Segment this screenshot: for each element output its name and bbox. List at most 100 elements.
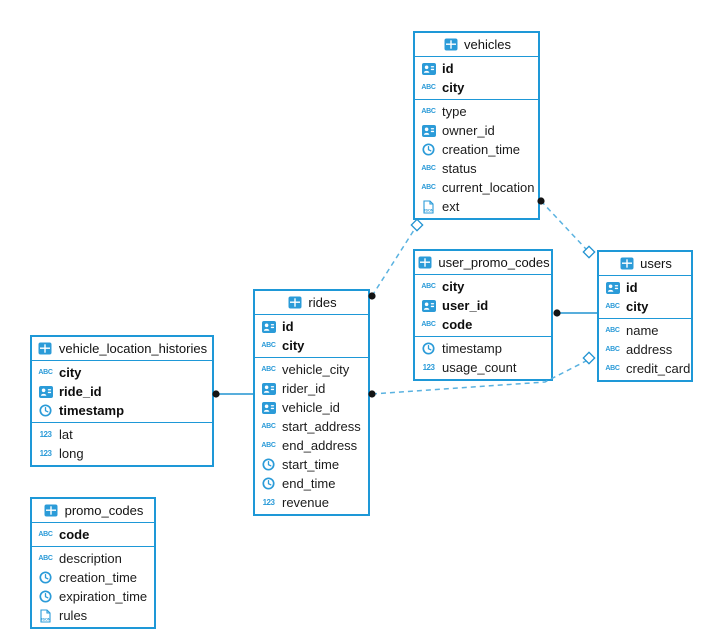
person-id-icon [420, 124, 437, 137]
column-label: expiration_time [59, 589, 148, 604]
text-type-icon: ABC [605, 327, 620, 334]
column-row-user_id[interactable]: user_id [415, 296, 551, 315]
column-label: end_time [282, 476, 336, 491]
column-label: current_location [442, 180, 535, 195]
text-type-icon: ABC [261, 423, 276, 430]
column-label: code [442, 317, 473, 332]
column-row-current_location[interactable]: ABC current_location [415, 178, 538, 197]
column-label: ext [442, 199, 460, 214]
column-row-name[interactable]: ABC name [599, 321, 691, 340]
text-type-icon: ABC [605, 365, 620, 372]
column-label: name [626, 323, 659, 338]
clock-icon [37, 590, 54, 603]
table-header[interactable]: users [599, 252, 691, 276]
column-row-start_time[interactable]: start_time [255, 455, 368, 474]
column-label: creation_time [59, 570, 138, 585]
column-label: user_id [442, 298, 489, 313]
table-header[interactable]: rides [255, 291, 368, 315]
column-label: long [59, 446, 84, 461]
text-type-icon: ABC [421, 184, 436, 191]
column-row-timestamp[interactable]: timestamp [415, 339, 551, 358]
column-row-ext[interactable]: JSON ext [415, 197, 538, 216]
person-id-icon [260, 401, 277, 414]
column-label: start_time [282, 457, 340, 472]
column-row-creation_time[interactable]: creation_time [415, 140, 538, 159]
column-row-long[interactable]: 123 long [32, 444, 212, 463]
text-type-icon: ABC [38, 531, 53, 538]
text-type-icon: ABC [421, 321, 436, 328]
table-header[interactable]: promo_codes [32, 499, 154, 523]
column-label: city [442, 80, 465, 95]
clock-icon [260, 458, 277, 471]
column-row-id[interactable]: id [599, 278, 691, 297]
text-type-icon: ABC [605, 346, 620, 353]
person-id-icon [420, 62, 437, 75]
text-type-icon: ABC [38, 369, 53, 376]
column-row-timestamp[interactable]: timestamp [32, 401, 212, 420]
clock-icon [420, 143, 437, 156]
number-type-icon: 123 [39, 449, 52, 458]
column-label: credit_card [626, 361, 691, 376]
column-row-id[interactable]: id [255, 317, 368, 336]
column-row-rider_id[interactable]: rider_id [255, 379, 368, 398]
svg-text:JSON: JSON [423, 208, 434, 212]
column-row-ride_id[interactable]: ride_id [32, 382, 212, 401]
column-label: revenue [282, 495, 329, 510]
column-row-vehicle_id[interactable]: vehicle_id [255, 398, 368, 417]
column-label: timestamp [59, 403, 125, 418]
column-row-code[interactable]: ABC code [415, 315, 551, 334]
column-row-creation_time[interactable]: creation_time [32, 568, 154, 587]
column-label: vehicle_id [282, 400, 340, 415]
column-row-credit_card[interactable]: ABC credit_card [599, 359, 691, 378]
clock-icon [420, 342, 437, 355]
column-label: type [442, 104, 467, 119]
column-label: timestamp [442, 341, 502, 356]
column-label: id [282, 319, 294, 334]
table-icon [442, 38, 459, 51]
table-header[interactable]: vehicle_location_histories [32, 337, 212, 361]
column-label: end_address [282, 438, 358, 453]
table-name: users [640, 256, 672, 271]
column-label: code [59, 527, 90, 542]
svg-text:JSON: JSON [40, 617, 51, 621]
column-row-owner_id[interactable]: owner_id [415, 121, 538, 140]
table-header[interactable]: vehicles [415, 33, 538, 57]
column-label: usage_count [442, 360, 517, 375]
column-label: rider_id [282, 381, 326, 396]
table-name: user_promo_codes [438, 255, 550, 270]
column-row-end_time[interactable]: end_time [255, 474, 368, 493]
column-row-id[interactable]: id [415, 59, 538, 78]
person-id-icon [420, 299, 437, 312]
table-icon [416, 256, 433, 269]
column-row-expiration_time[interactable]: expiration_time [32, 587, 154, 606]
column-label: city [282, 338, 305, 353]
column-row-code[interactable]: ABC code [32, 525, 154, 544]
table-header[interactable]: user_promo_codes [415, 251, 551, 275]
